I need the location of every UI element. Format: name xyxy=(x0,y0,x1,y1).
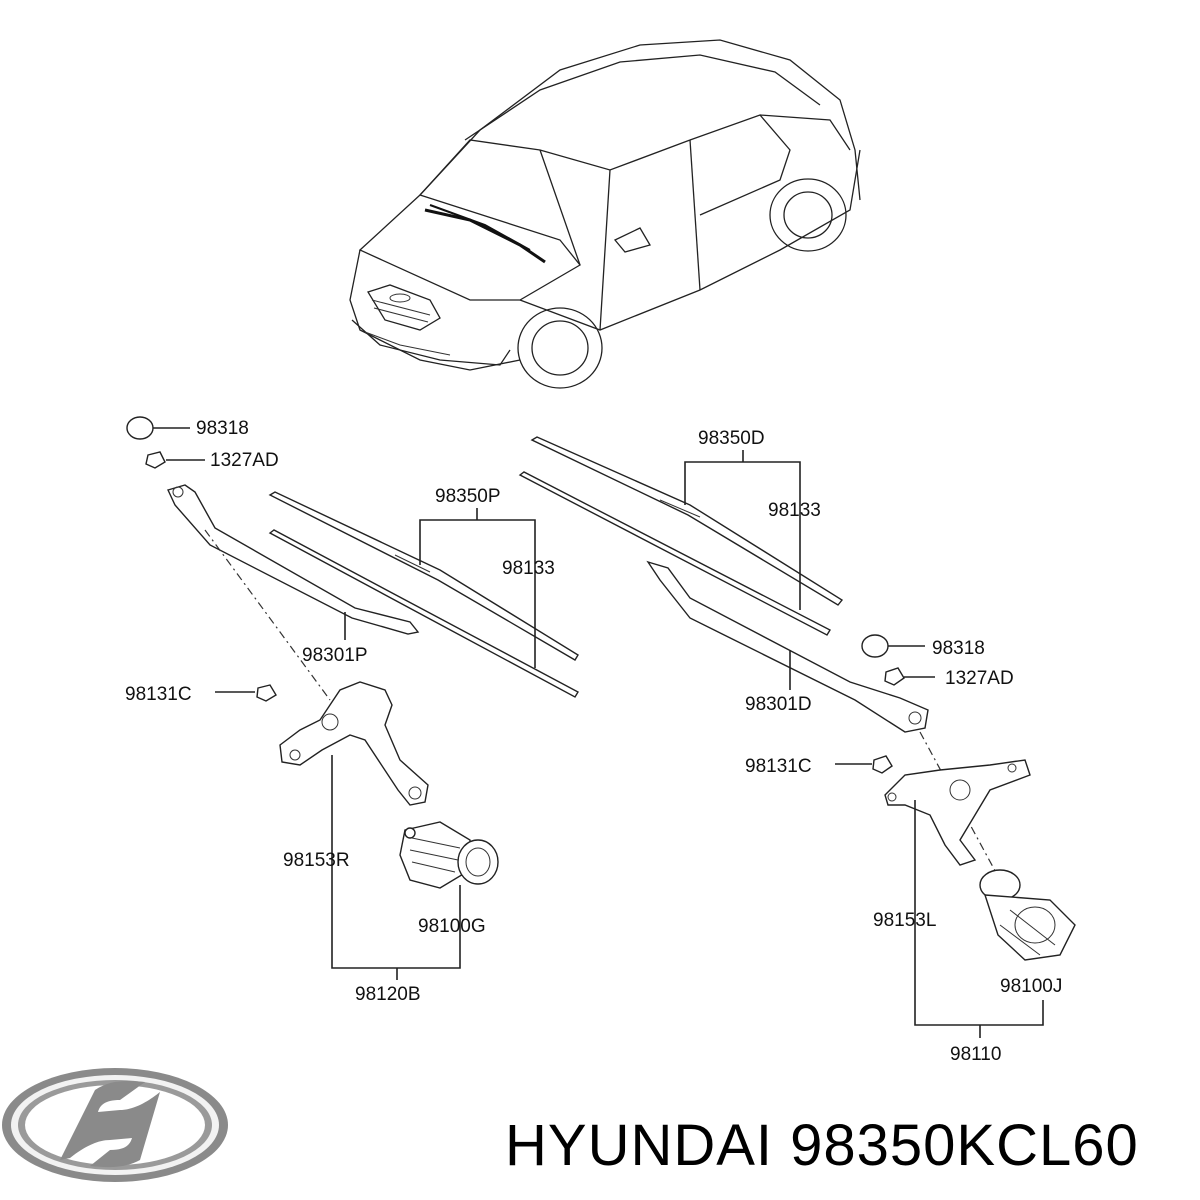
linkage-98153l xyxy=(884,759,1031,866)
wiper-blade-98350d xyxy=(530,436,844,606)
nut-98131c-right xyxy=(872,755,893,774)
wiper-arm-98301d xyxy=(646,560,929,733)
linkage-98153r xyxy=(279,681,429,806)
cap-98318-left xyxy=(126,416,154,440)
right-wiper-assembly xyxy=(518,436,1076,1038)
label-98301d: 98301D xyxy=(745,694,812,715)
nut-1327ad-left xyxy=(145,451,166,469)
label-98350d: 98350D xyxy=(698,428,765,449)
label-98153l: 98153L xyxy=(873,910,936,931)
nut-1327ad-right xyxy=(884,667,905,686)
label-98318-left: 98318 xyxy=(196,418,249,439)
wiper-blade-98350p xyxy=(268,491,579,661)
label-98100j: 98100J xyxy=(1000,976,1062,997)
label-98153r: 98153R xyxy=(283,850,350,871)
left-wiper-assembly xyxy=(126,416,579,980)
hyundai-logo xyxy=(2,1068,228,1182)
wiper-refill-98133-right xyxy=(518,471,831,636)
nut-98131c-left xyxy=(256,684,277,702)
cap-98318-right xyxy=(861,634,889,658)
label-98301p: 98301P xyxy=(302,645,368,666)
car-illustration xyxy=(349,39,861,389)
brand-part-number: HYUNDAI 98350KCL60 xyxy=(505,1113,1139,1178)
label-98133-right: 98133 xyxy=(768,500,821,521)
wiper-motor-98100g xyxy=(399,821,499,889)
label-98133-left: 98133 xyxy=(502,558,555,579)
label-98120b: 98120B xyxy=(355,984,421,1005)
label-98350p: 98350P xyxy=(435,486,501,507)
label-98131c-left: 98131C xyxy=(125,684,192,705)
wiper-arm-98301p xyxy=(167,484,420,635)
label-1327ad-left: 1327AD xyxy=(210,450,279,471)
label-98110: 98110 xyxy=(950,1044,1001,1065)
label-98131c-right: 98131C xyxy=(745,756,812,777)
label-1327ad-right: 1327AD xyxy=(945,668,1014,689)
wiper-refill-98133-left xyxy=(268,529,579,698)
wiper-motor-98100j xyxy=(979,869,1076,961)
label-98318-right: 98318 xyxy=(932,638,985,659)
label-98100g: 98100G xyxy=(418,916,486,937)
